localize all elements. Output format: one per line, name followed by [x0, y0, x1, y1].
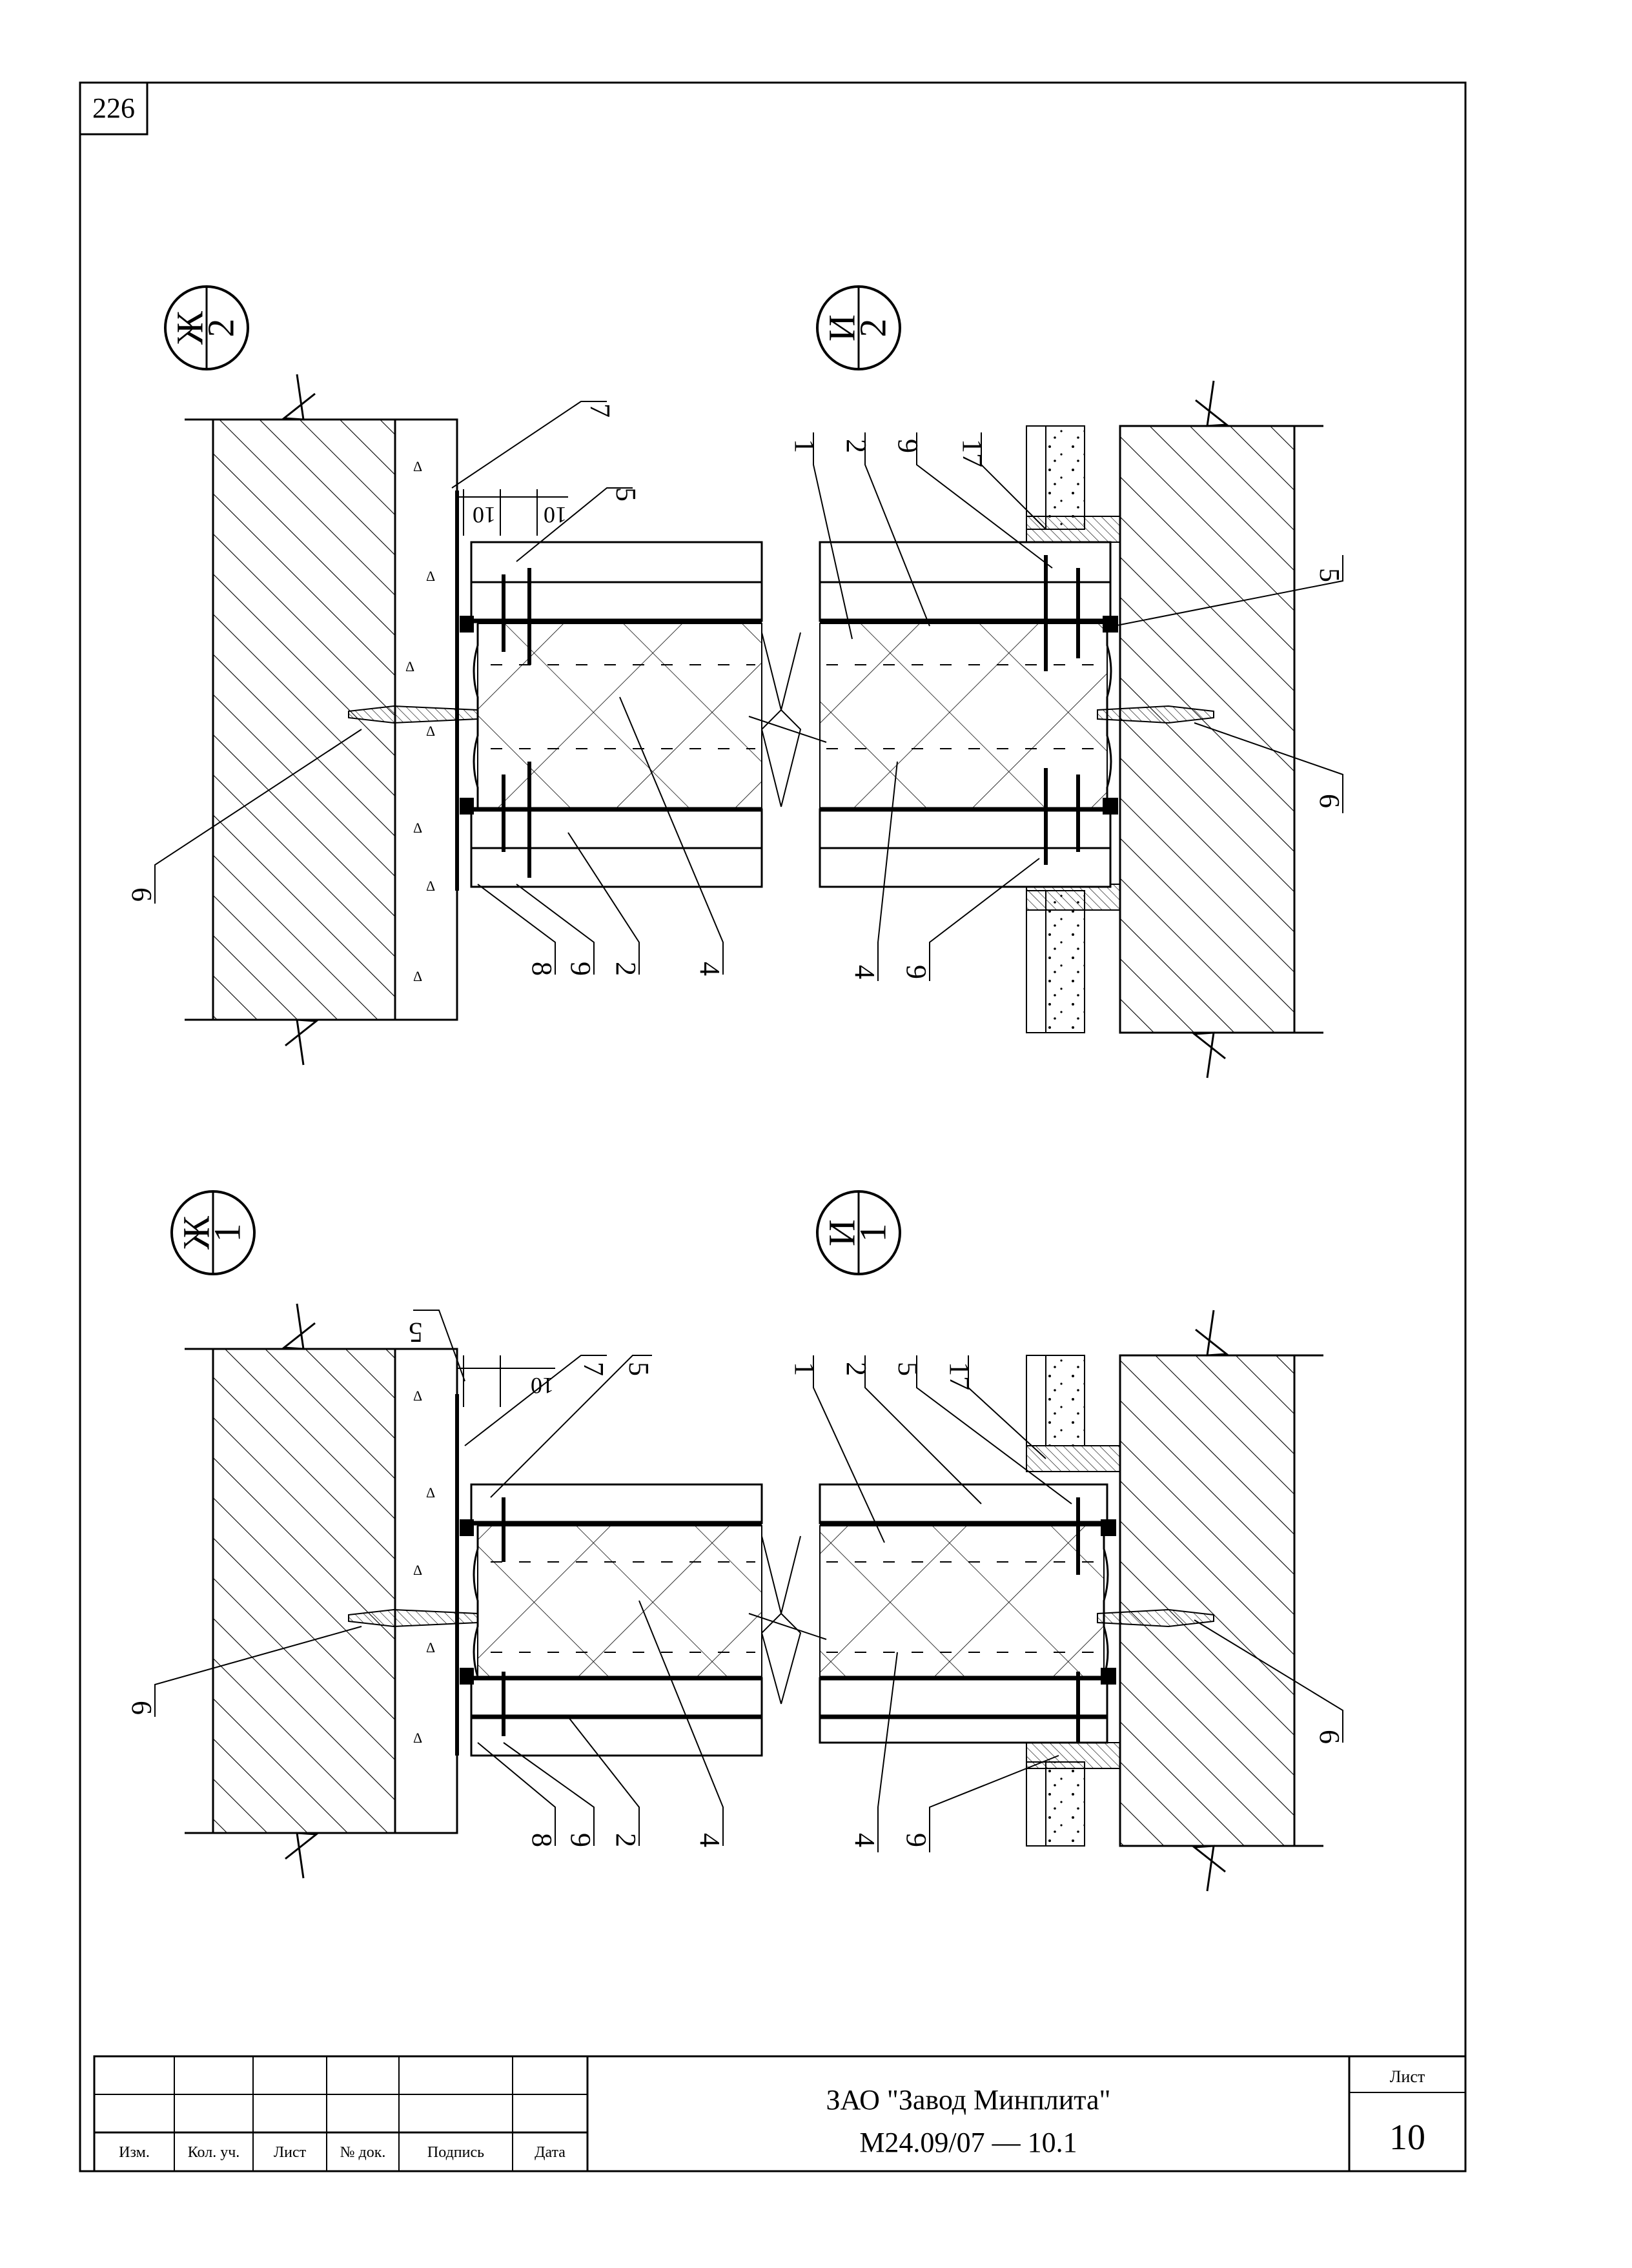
svg-text:Δ: Δ: [426, 568, 435, 584]
detail-mark-zh1: Ж: [175, 1216, 217, 1250]
dowel: [1097, 705, 1214, 724]
header-izm: Изм.: [119, 2144, 150, 2161]
callout-zh1-2: 2: [610, 1833, 642, 1847]
callout-zh2-4: 4: [694, 962, 726, 976]
brick-wall: [1119, 425, 1296, 1034]
detail-mark-i2: И: [821, 314, 862, 341]
dimension-zh2-a: 10: [473, 502, 496, 528]
detail-zh2: Ж 2 Δ Δ Δ Δ Δ Δ Δ: [126, 285, 782, 1066]
callout-i1-17: 17: [944, 1362, 975, 1390]
svg-text:Δ: Δ: [413, 1388, 422, 1404]
callout-i2-2: 2: [841, 439, 872, 453]
svg-text:Δ: Δ: [413, 1730, 422, 1746]
document-code: М24.09/07 — 10.1: [859, 2127, 1077, 2158]
callout-zh2-8: 8: [526, 962, 558, 976]
detail-i1: И 1 1 2 5: [748, 1190, 1345, 1892]
callout-zh1-9: 9: [565, 1833, 597, 1847]
callout-i2-17: 17: [957, 439, 988, 467]
svg-text:Δ: Δ: [426, 1639, 435, 1655]
callout-i2-9b: 9: [901, 965, 932, 979]
callout-i1-6: 6: [1314, 1730, 1345, 1744]
callout-zh2-2: 2: [610, 962, 642, 976]
callout-zh1-7: 7: [578, 1362, 609, 1376]
svg-text:Δ: Δ: [426, 723, 435, 739]
callout-i2-1: 1: [789, 439, 821, 453]
detail-mark-i1: И: [821, 1219, 862, 1246]
detail-i2: И 2: [748, 285, 1345, 1078]
dowel: [1097, 1608, 1214, 1628]
callout-zh2-9: 9: [565, 962, 597, 976]
callout-i1-2: 2: [841, 1362, 872, 1376]
insulation-board: [477, 1525, 762, 1677]
detail-sheet-zh1: 1: [206, 1224, 248, 1242]
brick-wall: [1119, 1354, 1296, 1847]
detail-sheet-zh2: 2: [199, 319, 241, 338]
callout-i1-5: 5: [892, 1362, 924, 1376]
header-signature: Подпись: [427, 2144, 484, 2161]
header-list: Лист: [274, 2144, 307, 2161]
callout-i1-1: 1: [789, 1362, 821, 1376]
plaster-layer: [394, 1348, 458, 1834]
callout-zh1-5: 5: [623, 1362, 655, 1376]
callout-zh1-6: 6: [126, 1701, 158, 1715]
svg-text:Δ: Δ: [413, 968, 422, 984]
detail-zh1: Ж 1 Δ Δ Δ Δ Δ 10: [126, 1190, 782, 1879]
insulation-board: [819, 623, 1108, 809]
callout-i2-5: 5: [1314, 568, 1345, 582]
callout-i2-6: 6: [1314, 794, 1345, 808]
svg-text:Δ: Δ: [413, 458, 422, 474]
callout-i1-4: 4: [849, 1833, 881, 1847]
svg-text:Δ: Δ: [413, 820, 422, 836]
header-doc-no: № док.: [340, 2144, 386, 2161]
dowel: [348, 705, 478, 724]
insulation-board: [477, 623, 762, 809]
sheet-number: 10: [1389, 2118, 1425, 2158]
dowel: [348, 1608, 478, 1628]
svg-text:Δ: Δ: [426, 878, 435, 894]
svg-text:Δ: Δ: [413, 1562, 422, 1578]
svg-text:Δ: Δ: [405, 658, 414, 674]
header-date: Дата: [535, 2144, 566, 2161]
detail-mark-zh2: Ж: [168, 311, 210, 345]
company-name: ЗАО "Завод Минплита": [826, 2084, 1110, 2116]
callout-zh1-5a: 5: [409, 1317, 423, 1348]
callout-zh2-7: 7: [584, 403, 616, 418]
callout-zh1-4: 4: [694, 1833, 726, 1847]
concrete-wall: [212, 1348, 396, 1834]
sheet-corner-number: 226: [92, 92, 135, 124]
callout-i2-4: 4: [849, 965, 881, 979]
callout-i1-9: 9: [901, 1833, 932, 1847]
callout-i2-9a: 9: [892, 439, 924, 453]
detail-sheet-i2: 2: [852, 319, 893, 338]
svg-text:Δ: Δ: [426, 1484, 435, 1501]
detail-sheet-i1: 1: [852, 1224, 893, 1242]
callout-zh1-8: 8: [526, 1833, 558, 1847]
callout-zh2-6: 6: [126, 887, 158, 902]
insulation-board: [819, 1525, 1105, 1677]
callout-zh2-5: 5: [610, 487, 642, 501]
sheet-label: Лист: [1390, 2067, 1425, 2086]
title-block: Изм. Кол. уч. Лист № док. Подпись Дата З…: [93, 2055, 1467, 2172]
header-kol-uch: Кол. уч.: [188, 2144, 240, 2161]
